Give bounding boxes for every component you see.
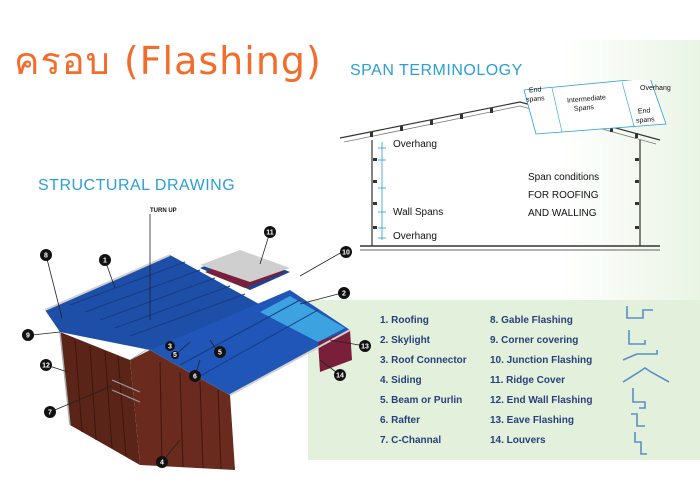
legend-item: 3. Roof Connector (380, 355, 467, 366)
callout-text: 2 (342, 291, 346, 298)
eave-flashing (229, 329, 351, 396)
callout-text: 8 (44, 253, 48, 260)
legend-right-column: 8. Gable Flashing 9. Corner covering 10.… (490, 314, 592, 454)
siding-left-wall (60, 332, 140, 465)
callout-10 (340, 246, 352, 258)
callout-text: 7 (48, 410, 52, 417)
callout-5b (171, 351, 179, 359)
wall-span-dimension (378, 142, 386, 240)
callout-14 (334, 369, 346, 381)
callout-11 (264, 226, 276, 238)
wall-girts (373, 158, 639, 229)
callout-1 (99, 254, 111, 266)
corner-covering-profile-icon (628, 330, 646, 345)
legend-item: 8. Gable Flashing (490, 315, 573, 326)
legend-item: 2. Skylight (380, 335, 431, 346)
callout-text: 5 (218, 350, 222, 357)
legend-item: 12. End Wall Flashing (490, 395, 593, 406)
callout-text: 1 (103, 258, 107, 265)
callout-13 (359, 340, 371, 352)
end-wall-flashing-profile-icon (632, 388, 646, 409)
callout-text: 13 (361, 344, 369, 351)
label-roof-overhang: Overhang (640, 85, 671, 92)
c-channel (111, 379, 141, 403)
callout-text: 4 (160, 460, 164, 467)
callout-6 (189, 370, 201, 382)
junction-flashing-profile-icon (622, 350, 658, 361)
structural-drawing: 1 2 3 4 5 6 7 8 9 10 11 12 13 14 5 TURN … (22, 208, 371, 470)
callout-2 (338, 287, 350, 299)
structural-drawing-heading: STRUCTURAL DRAWING (38, 177, 236, 194)
callout-text: 3 (168, 344, 172, 351)
ridge-cover-top (200, 250, 290, 282)
legend-item: 11. Ridge Cover (490, 375, 566, 386)
callout-9 (22, 329, 34, 341)
callout-12 (40, 359, 52, 371)
legend-item: 10. Junction Flashing (490, 355, 593, 366)
label-end-spans-right-1: End (637, 107, 651, 116)
page-title: ครอบ (Flashing) (14, 39, 322, 83)
legend-item: 14. Louvers (490, 435, 546, 446)
label-end-spans-left-1: End (528, 86, 542, 95)
siding-front-wall (130, 350, 235, 470)
label-wall-spans: Wall Spans (393, 207, 444, 218)
roof-span-box (523, 80, 667, 135)
span-terminology-heading: SPAN TERMINOLOGY (350, 62, 523, 79)
roof-ribs (69, 261, 319, 377)
callout-8 (40, 249, 52, 261)
louver-profile-icon (634, 432, 647, 455)
siding-ribs (74, 339, 222, 470)
label-and-walling: AND WALLING (528, 208, 597, 219)
label-overhang-bottom: Overhang (393, 231, 437, 242)
louvers (318, 330, 352, 372)
ridge-cover-profile-icon (622, 367, 670, 383)
flashing-profiles (622, 306, 670, 455)
legend-item: 9. Corner covering (490, 335, 579, 346)
callout-text: 14 (336, 373, 344, 380)
callout-text: 12 (42, 363, 50, 370)
callout-numbers: 1 2 3 4 5 6 7 8 9 10 11 12 13 14 5 (26, 230, 369, 467)
legend-item: 6. Rafter (380, 415, 421, 426)
turn-up-label: TURN UP (150, 208, 177, 214)
callout-7 (44, 406, 56, 418)
callout-4 (156, 456, 168, 468)
label-span-conditions: Span conditions (528, 172, 600, 183)
callout-text: 5 (173, 352, 177, 359)
eave-flashing-profile-icon (631, 413, 645, 427)
end-wall-flashing (59, 331, 71, 426)
legend-left-column: 1. Roofing 2. Skylight 3. Roof Connector… (380, 314, 467, 454)
callout-text: 6 (193, 374, 197, 381)
callout-circles (22, 226, 371, 468)
gable-flashing (44, 254, 171, 311)
gable-flashing-profile-icon (626, 306, 653, 319)
legend-item: 13. Eave Flashing (490, 415, 574, 426)
label-for-roofing: FOR ROOFING (528, 190, 599, 201)
label-overhang-top: Overhang (393, 139, 437, 150)
legend-item: 4. Siding (380, 375, 422, 386)
callout-5 (214, 346, 226, 358)
legend-item: 1. Roofing (380, 315, 429, 326)
callout-3 (165, 341, 175, 351)
callout-text: 11 (266, 230, 274, 237)
callout-text: 10 (342, 250, 350, 257)
callout-text: 9 (26, 333, 30, 340)
legend-item: 5. Beam or Purlin (380, 395, 463, 406)
legend-item: 7. C-Channal (380, 435, 442, 446)
span-terminology-diagram (339, 80, 667, 251)
